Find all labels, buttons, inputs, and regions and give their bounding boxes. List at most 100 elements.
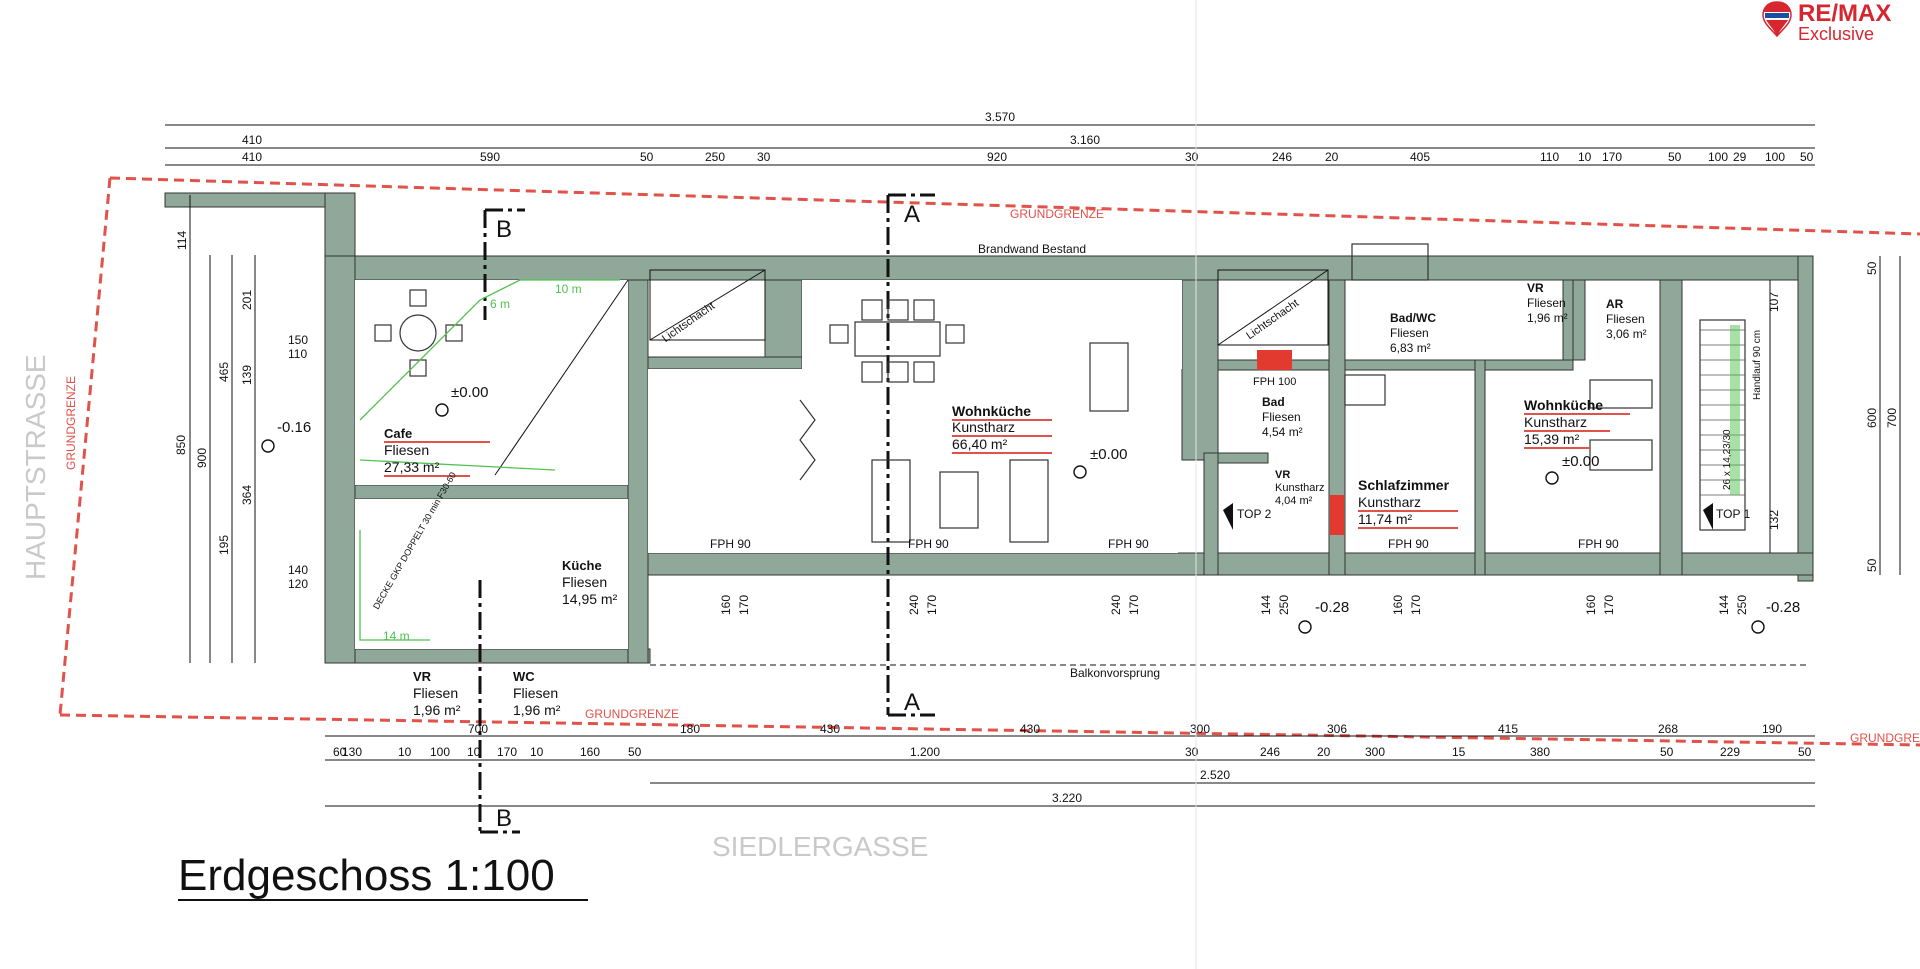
fph-1: FPH 90 [710, 537, 751, 551]
dim-left-900: 900 [195, 448, 209, 468]
window-dim-12: 144 [1717, 595, 1731, 615]
room-fills [355, 280, 1182, 649]
room-name-badwc: Bad/WC [1390, 311, 1436, 325]
dim-bottom1-5: 306 [1327, 722, 1347, 736]
dim-bottom2-9: 1.200 [910, 745, 940, 759]
red-marks [1257, 350, 1344, 535]
room-floor-wc1: Fliesen [513, 685, 558, 701]
fph-5: FPH 90 [1578, 537, 1619, 551]
dim-bottom2-2: 10 [398, 745, 412, 759]
window-dim-6: 144 [1259, 595, 1273, 615]
dim-right-50a: 50 [1865, 261, 1879, 275]
dim-top-1: 590 [480, 150, 500, 164]
property-boundary-south [59, 713, 1920, 747]
dim-top-17: 50 [1800, 150, 1814, 164]
room-area-bad: 4,54 m² [1262, 425, 1303, 439]
dim-bottom2-11: 246 [1260, 745, 1280, 759]
room-name-vr3: VR [1527, 281, 1544, 295]
dim-right-600: 600 [1865, 408, 1879, 428]
dim-top-14: 100 [1708, 150, 1728, 164]
room-floor-badwc: Fliesen [1390, 326, 1429, 340]
property-boundary-west [58, 177, 112, 716]
level-wk2: ±0.00 [1562, 453, 1599, 470]
dim-top-5: 920 [987, 150, 1007, 164]
section-line-a [886, 193, 935, 717]
dim-bottom2-0: 60 [333, 745, 347, 759]
window-dim-8: 160 [1391, 595, 1405, 615]
dim-bottom2-16: 50 [1660, 745, 1674, 759]
dim-bottom2-8: 50 [628, 745, 642, 759]
boundary-label-east: GRUNDGRENZE [1850, 731, 1920, 745]
lichtschacht-shapes [494, 269, 1329, 476]
room-floor-cafe: Fliesen [384, 442, 429, 458]
section-b-bottom: B [496, 805, 512, 832]
street-hauptstrasse: HAUPTSTRASSE [20, 354, 51, 580]
dim-total: 3.570 [985, 110, 1015, 124]
dim-bottom1-2: 430 [820, 722, 840, 736]
dim-top-12: 170 [1602, 150, 1622, 164]
fph-3: FPH 90 [1108, 537, 1149, 551]
section-a-top: A [904, 201, 920, 228]
room-area-vr2: 4,04 m² [1275, 495, 1313, 507]
room-wk2: Wohnküche Kunstharz 15,39 m² [1524, 397, 1630, 449]
window-dim-13: 250 [1735, 595, 1749, 615]
window-dim-3: 170 [925, 595, 939, 615]
room-wc1: WC Fliesen 1,96 m² [513, 669, 561, 718]
boundary-label-west: GRUNDGRENZE [64, 376, 78, 470]
dim-top-8: 20 [1325, 150, 1339, 164]
section-a-bottom: A [904, 689, 920, 716]
dim-win1-b: 110 [288, 347, 307, 361]
dim-top-11: 10 [1578, 150, 1592, 164]
page-title: Erdgeschoss 1:100 [178, 851, 555, 900]
level-entrance: -0.16 [277, 419, 311, 436]
room-floor-schlaf: Kunstharz [1358, 494, 1421, 510]
dim-bottom2-6: 10 [530, 745, 544, 759]
dim-top-4: 30 [757, 150, 771, 164]
dim-bottom2-3: 100 [430, 745, 450, 759]
dim-bottom1-3: 430 [1020, 722, 1040, 736]
room-cafe: Cafe Fliesen 27,33 m² [384, 426, 490, 477]
dim-top-6: 30 [1185, 150, 1199, 164]
dim-bottom1-6: 415 [1498, 722, 1518, 736]
dim-bottom2-7: 160 [580, 745, 600, 759]
top2-label: TOP 2 [1237, 507, 1272, 521]
dim-top-13: 50 [1668, 150, 1682, 164]
section-b-top: B [496, 216, 512, 243]
remax-logo: RE/MAX Exclusive [1760, 0, 1920, 50]
room-name-bad: Bad [1262, 395, 1285, 409]
room-name-kueche: Küche [562, 558, 602, 573]
dim-top-15: 29 [1733, 150, 1747, 164]
dim-top-10: 110 [1540, 150, 1559, 164]
room-name-ar: AR [1606, 297, 1624, 311]
dim-right-107: 107 [1767, 292, 1781, 312]
dim-row2-b: 3.160 [1070, 133, 1100, 147]
room-schlaf: Schlafzimmer Kunstharz 11,74 m² [1358, 477, 1458, 529]
dim-left-201: 201 [240, 290, 254, 310]
stairs [1700, 325, 1745, 496]
room-badwc: Bad/WC Fliesen 6,83 m² [1390, 311, 1436, 355]
building-walls [164, 192, 1814, 664]
room-floor-vr3: Fliesen [1527, 296, 1566, 310]
room-ar: AR Fliesen 3,06 m² [1606, 297, 1647, 341]
dim-bottom2-18: 50 [1798, 745, 1812, 759]
window-dim-10: 160 [1584, 595, 1598, 615]
lichtschacht-label-1: Lichtschacht [660, 300, 717, 345]
room-area-vr3: 1,96 m² [1527, 311, 1568, 325]
dim-win1-a: 150 [288, 333, 308, 347]
dim-top-9: 405 [1410, 150, 1430, 164]
room-area-badwc: 6,83 m² [1390, 341, 1431, 355]
balkon-note: Balkonvorsprung [1070, 666, 1160, 680]
brand-name: RE/MAX [1798, 0, 1892, 27]
dim-left-465: 465 [217, 362, 231, 382]
lichtschacht-label-2: Lichtschacht [1244, 297, 1301, 342]
dim-bottom2-4: 10 [467, 745, 481, 759]
level-wk1: ±0.00 [1090, 446, 1127, 463]
fph-4: FPH 90 [1388, 537, 1429, 551]
dim-bottom2-1: 130 [342, 745, 362, 759]
dim-top-3: 250 [705, 150, 725, 164]
brandwand-note: Brandwand Bestand [978, 242, 1086, 256]
dim-bottom1-0: 700 [468, 722, 488, 736]
top1-label: TOP 1 [1716, 507, 1751, 521]
